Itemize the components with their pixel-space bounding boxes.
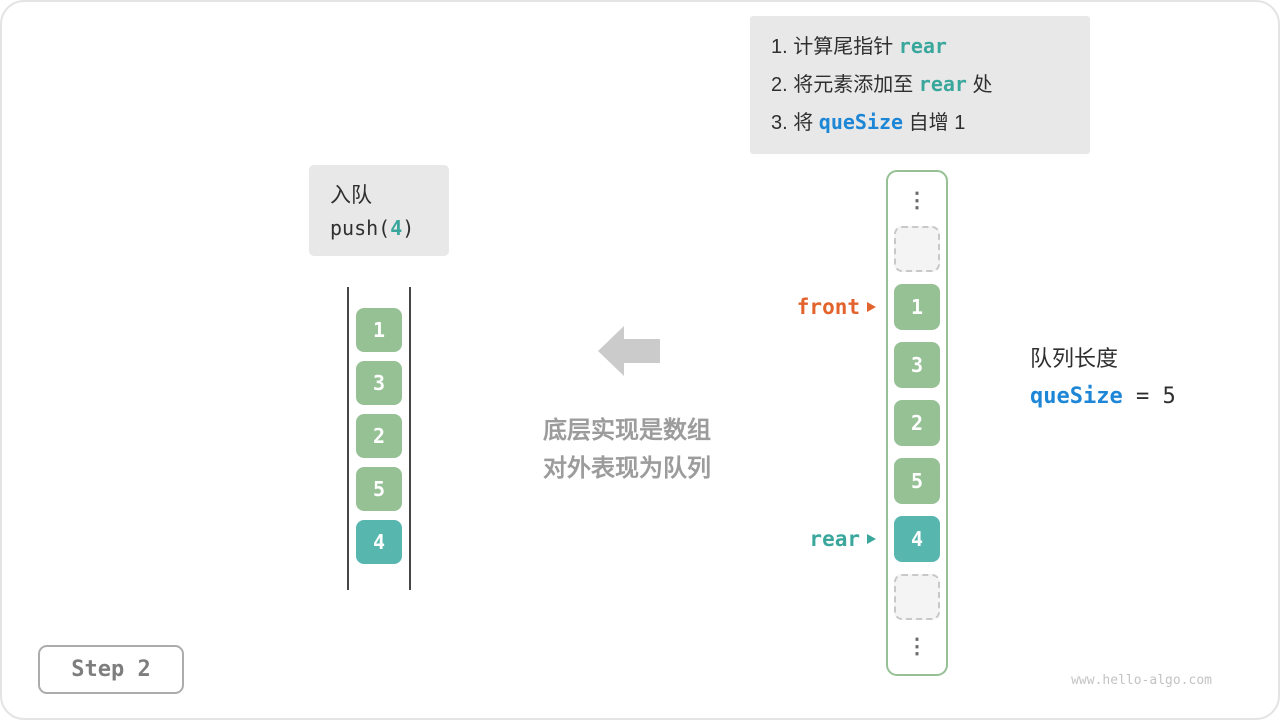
front-pointer-arrow-icon (867, 302, 876, 312)
queue-abstract-view: 1 3 2 5 4 (347, 287, 411, 590)
watermark: www.hello-algo.com (1071, 673, 1212, 688)
queue-cell-new: 4 (356, 520, 402, 564)
array-cell-front: 1 (894, 284, 940, 330)
code-text: ) (402, 216, 415, 240)
array-cell: 5 (894, 458, 940, 504)
front-pointer-text: front (796, 295, 860, 319)
queue-cell: 5 (356, 467, 402, 511)
instruction-line-1: 1. 计算尾指针 rear (771, 28, 1069, 66)
caption: 底层实现是数组 对外表现为队列 (497, 412, 757, 488)
instruction-panel: 1. 计算尾指针 rear 2. 将元素添加至 rear 处 3. 将 queS… (750, 16, 1090, 154)
queue-length-label: 队列长度 (1030, 346, 1119, 371)
operation-code: push(4) (330, 216, 449, 240)
rear-pointer-text: rear (809, 527, 860, 551)
instruction-text: 3. 将 (771, 112, 819, 134)
code-arg: 4 (390, 216, 403, 240)
operation-panel: 入队 push(4) (309, 165, 449, 256)
quesize-keyword: queSize (1030, 384, 1123, 409)
code-text: push( (330, 216, 391, 240)
instruction-text: 自增 1 (903, 112, 966, 134)
instruction-line-2: 2. 将元素添加至 rear 处 (771, 66, 1069, 104)
left-block-arrow-icon (598, 326, 660, 376)
instruction-text: 1. 计算尾指针 (771, 36, 899, 58)
keyword-rear: rear (898, 34, 947, 58)
queue-length-value: queSize = 5 (1030, 384, 1176, 409)
keyword-rear: rear (918, 72, 967, 96)
step-label: Step 2 (71, 657, 151, 682)
array-cell-rear: 4 (894, 516, 940, 562)
array-cell: 2 (894, 400, 940, 446)
keyword-quesize: queSize (818, 110, 904, 134)
queue-length-info: 队列长度 queSize = 5 (1030, 341, 1176, 409)
queue-cell: 2 (356, 414, 402, 458)
instruction-line-3: 3. 将 queSize 自增 1 (771, 104, 1069, 142)
step-badge: Step 2 (38, 645, 184, 694)
rear-pointer-label: rear (770, 516, 876, 562)
array-column: ⋮ 1 3 2 5 4 ⋮ (886, 170, 948, 676)
front-pointer-label: front (770, 284, 876, 330)
caption-line-1: 底层实现是数组 (543, 417, 711, 444)
queue-cell: 1 (356, 308, 402, 352)
array-cell-empty (894, 226, 940, 272)
array-cell-empty (894, 574, 940, 620)
array-cell: 3 (894, 342, 940, 388)
rear-pointer-arrow-icon (867, 534, 876, 544)
caption-line-2: 对外表现为队列 (543, 455, 711, 482)
ellipsis-icon: ⋮ (906, 634, 928, 658)
operation-title: 入队 (330, 184, 372, 207)
instruction-text: 2. 将元素添加至 (771, 74, 919, 96)
ellipsis-icon: ⋮ (906, 188, 928, 212)
instruction-text: 处 (966, 74, 993, 96)
quesize-rest: = 5 (1122, 384, 1176, 409)
queue-cell: 3 (356, 361, 402, 405)
